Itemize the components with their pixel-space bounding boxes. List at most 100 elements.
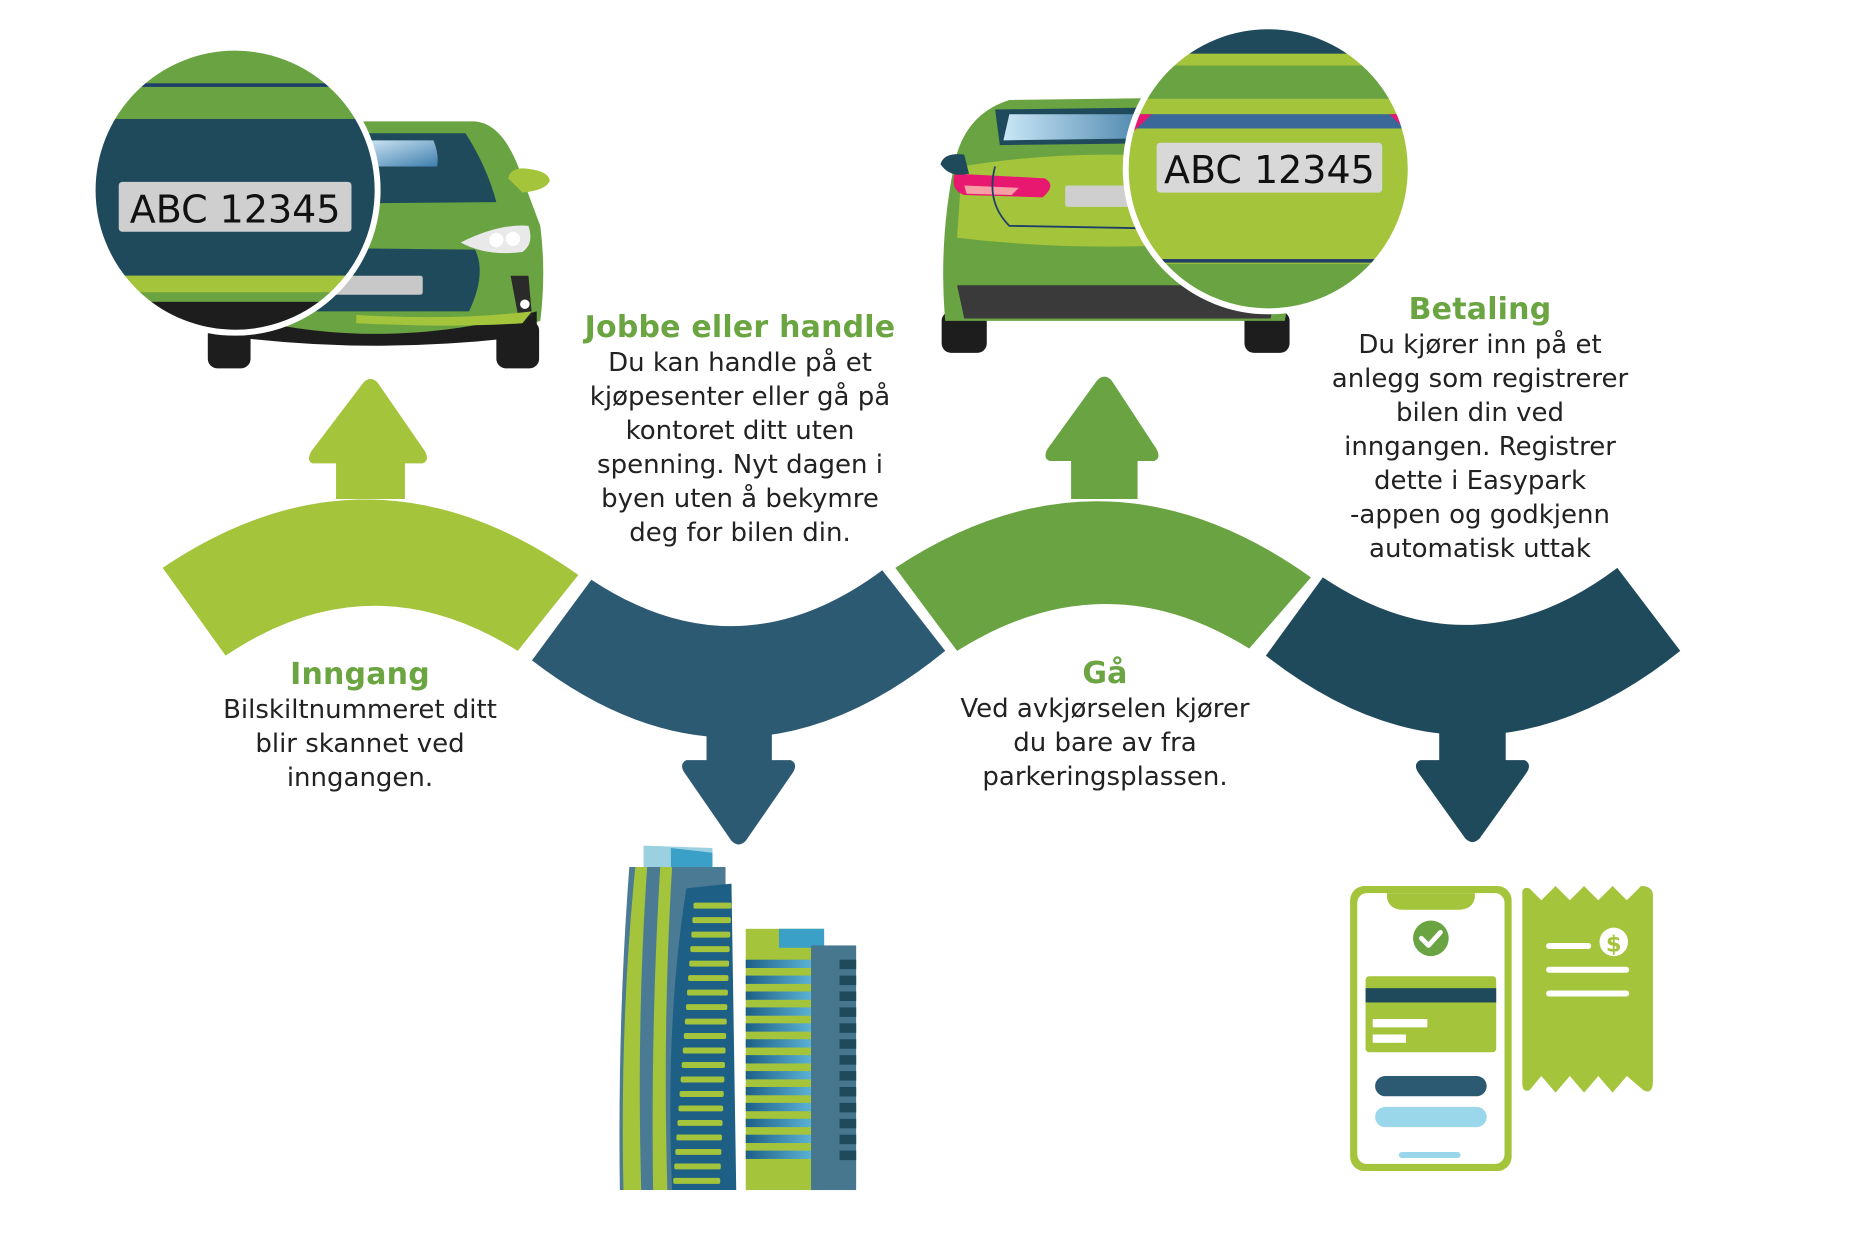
line: Du kan handle på et (608, 348, 872, 378)
license-plate-front (118, 181, 352, 232)
receipt-line-3 (1546, 990, 1630, 997)
building-2-window-band (745, 1055, 813, 1064)
tower-floor (676, 1134, 722, 1141)
magnifier-ring (1122, 23, 1414, 315)
building-3-window (839, 1039, 857, 1049)
tower-floor (680, 1076, 725, 1083)
tower-floor (678, 1105, 724, 1112)
step-description: Bilskiltnummeret ditt blir skannet ved i… (185, 693, 535, 795)
tower-floor (683, 1033, 727, 1039)
magnifier-front-plate: ABC 12345 (89, 44, 381, 336)
tower-floor (682, 1047, 726, 1054)
taillight-left-inner (964, 185, 1019, 195)
arc-betaling (1265, 567, 1681, 843)
magnifier-rear-plate: ABC 12345 (1122, 23, 1414, 315)
tower-floor (684, 1018, 727, 1025)
tower-floor (675, 1148, 722, 1155)
line: inngangen. (286, 763, 434, 793)
arc-segment-inngang (162, 499, 579, 656)
line: automatisk uttak (1369, 534, 1591, 564)
building-2-window-band (745, 959, 813, 968)
building-3-window (839, 1023, 857, 1033)
magnifier-ring (89, 44, 381, 336)
building-3-window (839, 1086, 857, 1097)
arrow-up-inngang (309, 379, 428, 499)
building-3-window (839, 975, 857, 986)
tower-roof-accent (670, 848, 713, 868)
building-2-window-band (745, 1023, 813, 1032)
arrow-down-jobbe (682, 712, 796, 845)
car-rear-mirror (940, 154, 969, 175)
arrow-down-betaling (1415, 712, 1529, 843)
line: du bare av fra (1013, 728, 1197, 758)
phone-home-bar (1398, 1152, 1461, 1158)
step-heading: Jobbe eller handle (584, 310, 896, 345)
phone-notch (1386, 893, 1475, 910)
office-buildings-illustration (619, 845, 857, 1191)
building-2-window-band (745, 991, 813, 1000)
car-front-lower-trim (356, 311, 532, 326)
line: dette i Easypark (1373, 466, 1587, 496)
tower-floor (691, 931, 731, 938)
arc-segment-jobbe (531, 570, 946, 738)
line: kontoret ditt uten (625, 416, 855, 446)
building-2-window-band (745, 1071, 813, 1080)
headlight-bulb (489, 232, 504, 248)
building-2-window-band (745, 1150, 813, 1159)
step-description: Du kan handle på et kjøpesenter eller gå… (560, 346, 920, 550)
line: spenning. Nyt dagen i (597, 450, 883, 480)
car-rear-plate-small (1065, 185, 1137, 207)
line: Bilskiltnummeret ditt (223, 695, 497, 725)
building-2-window-band (745, 1086, 813, 1096)
tower-floor (679, 1091, 724, 1097)
line: blir skannet ved (255, 729, 465, 759)
car-front-bumper-dark (219, 311, 537, 346)
building-3-windows (839, 959, 857, 1161)
tower-floor (687, 989, 728, 996)
building-3-window (839, 991, 857, 1001)
step-jobbe-text: Jobbe eller handle Du kan handle på et k… (560, 310, 920, 550)
receipt (1522, 886, 1653, 1093)
tower-stripe-2 (652, 867, 673, 1191)
arc-jobbe (531, 570, 946, 845)
tower-floor (681, 1062, 725, 1068)
building-2-window-band (745, 975, 813, 984)
step-description: Ved avkjørselen kjører du bare av fra pa… (930, 692, 1280, 794)
rear-trunk-line (991, 166, 1140, 230)
line: byen uten å bekymre (601, 484, 879, 514)
arc-inngang (162, 379, 579, 656)
arc-segment-ga (895, 501, 1311, 651)
wave-arrows (162, 376, 1681, 845)
building-3-window (839, 1134, 857, 1145)
tower-floor (689, 960, 730, 967)
building-3-window (839, 1118, 857, 1129)
dollar-icon: $ (1606, 931, 1622, 957)
wheel-left (941, 311, 987, 353)
tower-floor (693, 902, 732, 909)
tower-floor (692, 917, 731, 924)
building-3-window (839, 1007, 857, 1017)
line: bilen din ved (1395, 398, 1565, 428)
step-betaling-text: Betaling Du kjører inn på et anlegg som … (1300, 292, 1660, 566)
tower-floor (674, 1163, 721, 1170)
building-3-window (839, 1150, 857, 1161)
line: parkeringsplassen. (982, 762, 1228, 792)
building-2-roof (778, 928, 825, 948)
building-3-window (839, 1071, 857, 1081)
building-2-window-band (745, 1102, 813, 1112)
headlight-bulb (505, 231, 521, 247)
step-ga-text: Gå Ved avkjørselen kjører du bare av fra… (930, 656, 1280, 794)
building-2-floors (745, 959, 813, 1159)
license-plate-rear-text: ABC 12345 (1164, 148, 1375, 192)
card-line-1 (1372, 1019, 1428, 1028)
building-3-window (839, 1055, 857, 1065)
tower-floor (688, 975, 729, 982)
tower-floor (685, 1004, 728, 1011)
line: inngangen. Registrer (1344, 432, 1616, 462)
license-plate-front-text: ABC 12345 (130, 187, 341, 231)
line: Ved avkjørselen kjører (960, 694, 1250, 724)
building-2-window-band (745, 1118, 813, 1128)
building-2-window-band (745, 1134, 813, 1144)
line: Du kjører inn på et (1358, 330, 1602, 360)
